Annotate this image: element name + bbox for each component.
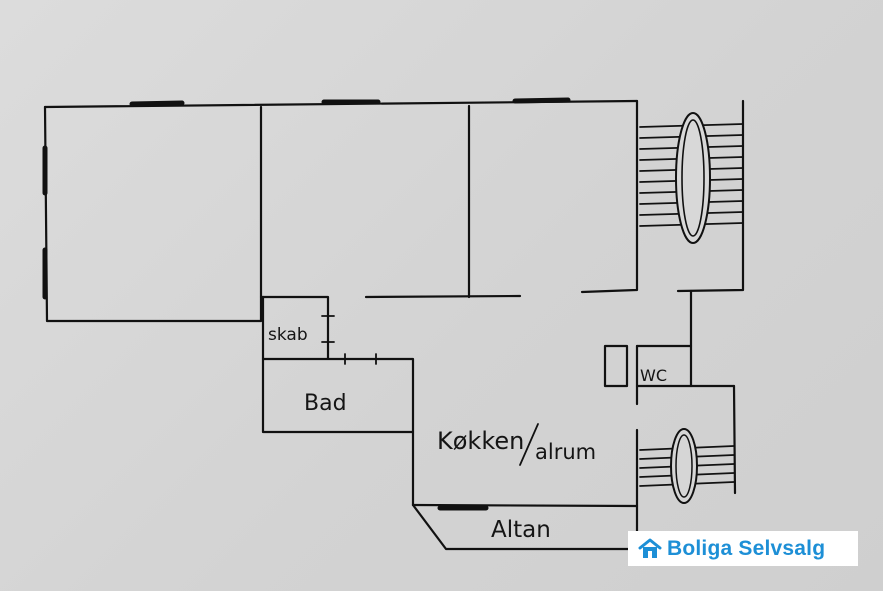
room-label-kokken: Køkken (437, 427, 524, 455)
brand-text: Boliga Selvsalg (667, 536, 826, 560)
house-icon (638, 538, 662, 558)
room-label-altan: Altan (491, 517, 551, 543)
lower-stair (639, 428, 735, 504)
windows (42, 97, 571, 511)
room-label-alrum: alrum (535, 440, 596, 464)
upper-stair (639, 112, 744, 244)
room-label-skab: skab (268, 325, 308, 345)
room-label-bad: Bad (304, 391, 347, 416)
walls (43, 99, 745, 551)
door-marks (321, 315, 377, 365)
label-slash (519, 423, 539, 466)
brand-watermark: Boliga Selvsalg (628, 531, 858, 566)
room-label-wc: WC (640, 366, 667, 385)
